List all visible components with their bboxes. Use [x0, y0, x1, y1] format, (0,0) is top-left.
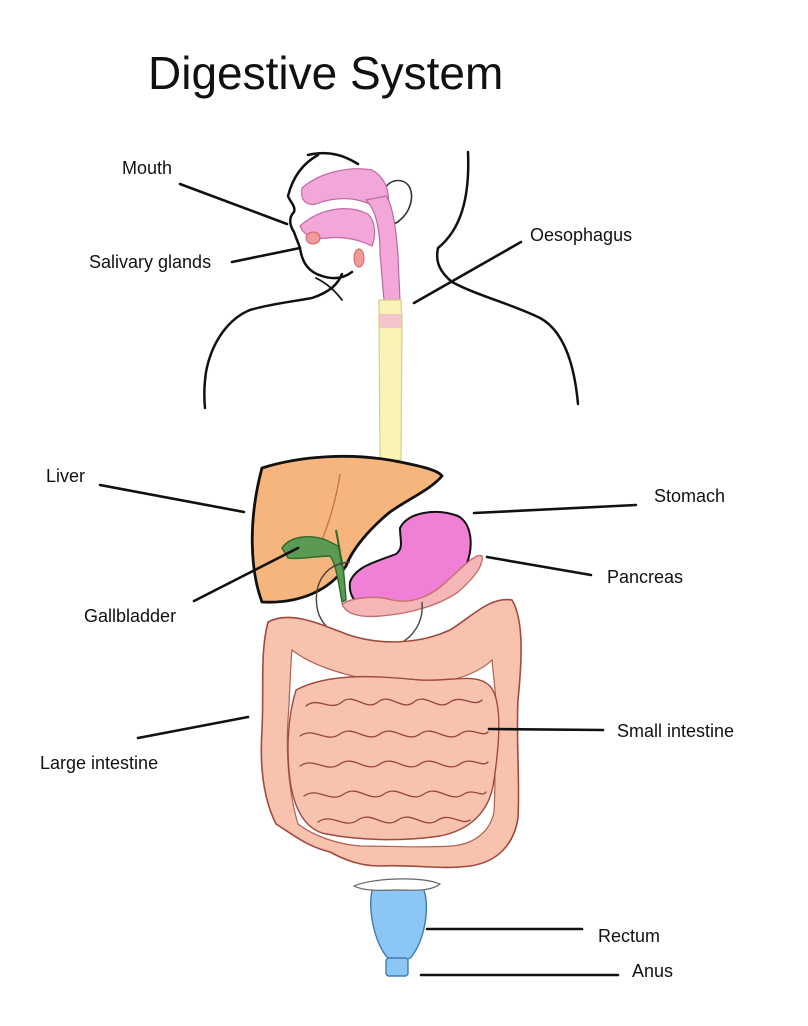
diagram-title: Digestive System	[148, 47, 504, 99]
label-anus: Anus	[632, 961, 674, 981]
leader-line-mouth	[178, 182, 289, 226]
bile-duct	[335, 529, 343, 567]
label-liver: Liver	[46, 466, 86, 486]
label-large-intestine: Large intestine	[40, 753, 159, 773]
pharynx	[364, 195, 401, 301]
small-intestine	[287, 675, 500, 841]
leader-line-gallbladder	[192, 546, 300, 603]
label-pancreas: Pancreas	[607, 567, 684, 587]
leader-line-small-intestine	[487, 727, 605, 732]
rectum-top	[352, 878, 442, 891]
leader-line-salivary-glands	[230, 246, 302, 264]
leader-lines	[98, 182, 638, 977]
leader-line-oesophagus	[412, 240, 523, 305]
label-oesophagus: Oesophagus	[530, 225, 633, 245]
leader-line-large-intestine	[136, 715, 250, 740]
leader-line-liver	[98, 483, 246, 514]
anus	[385, 957, 409, 977]
label-mouth: Mouth	[122, 158, 173, 178]
liver-lobe-line	[321, 473, 341, 541]
gallbladder	[281, 536, 347, 604]
label-small-intestine: Small intestine	[617, 721, 735, 741]
small-intestine-coils	[299, 698, 489, 824]
pancreas	[341, 554, 483, 618]
liver	[250, 454, 444, 604]
label-gallbladder: Gallbladder	[84, 606, 177, 626]
label-salivary-glands: Salivary glands	[89, 252, 212, 272]
rectum	[370, 881, 427, 962]
leader-line-stomach	[472, 503, 638, 515]
salivary-glands	[305, 231, 365, 268]
label-rectum: Rectum	[598, 926, 661, 946]
oesophagus-band	[379, 314, 402, 328]
leader-line-pancreas	[485, 555, 593, 577]
label-stomach: Stomach	[654, 486, 726, 506]
